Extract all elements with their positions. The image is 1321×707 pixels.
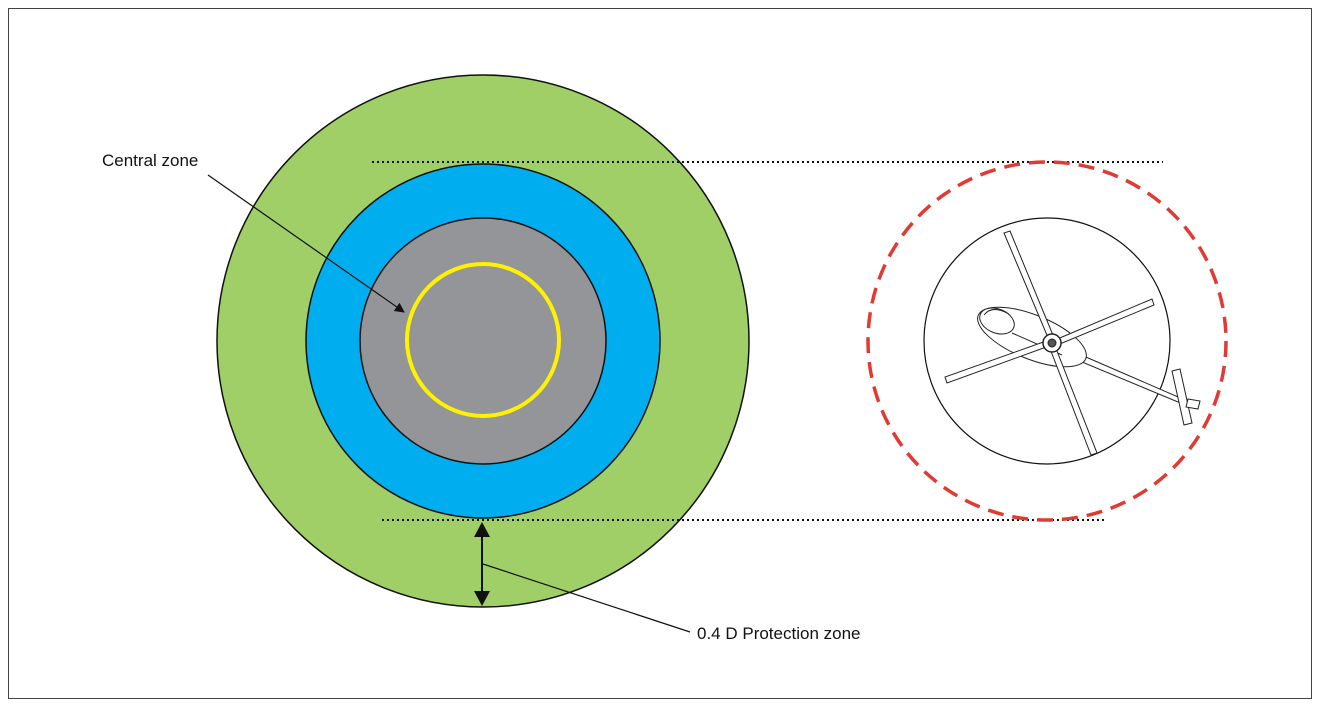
double-arrow-icon (474, 522, 490, 606)
central-zone-ring (405, 262, 561, 418)
rotor-dashed-circle (866, 160, 1228, 522)
central-zone-label: Central zone (102, 151, 198, 170)
protection-zone-label: 0.4 D Protection zone (697, 624, 860, 643)
protection-zone-leader-line (482, 563, 691, 633)
helicopter-top-view-icon (944, 230, 1201, 456)
gray-zone-circle (359, 217, 607, 465)
central-zone-leader-line (207, 174, 405, 313)
